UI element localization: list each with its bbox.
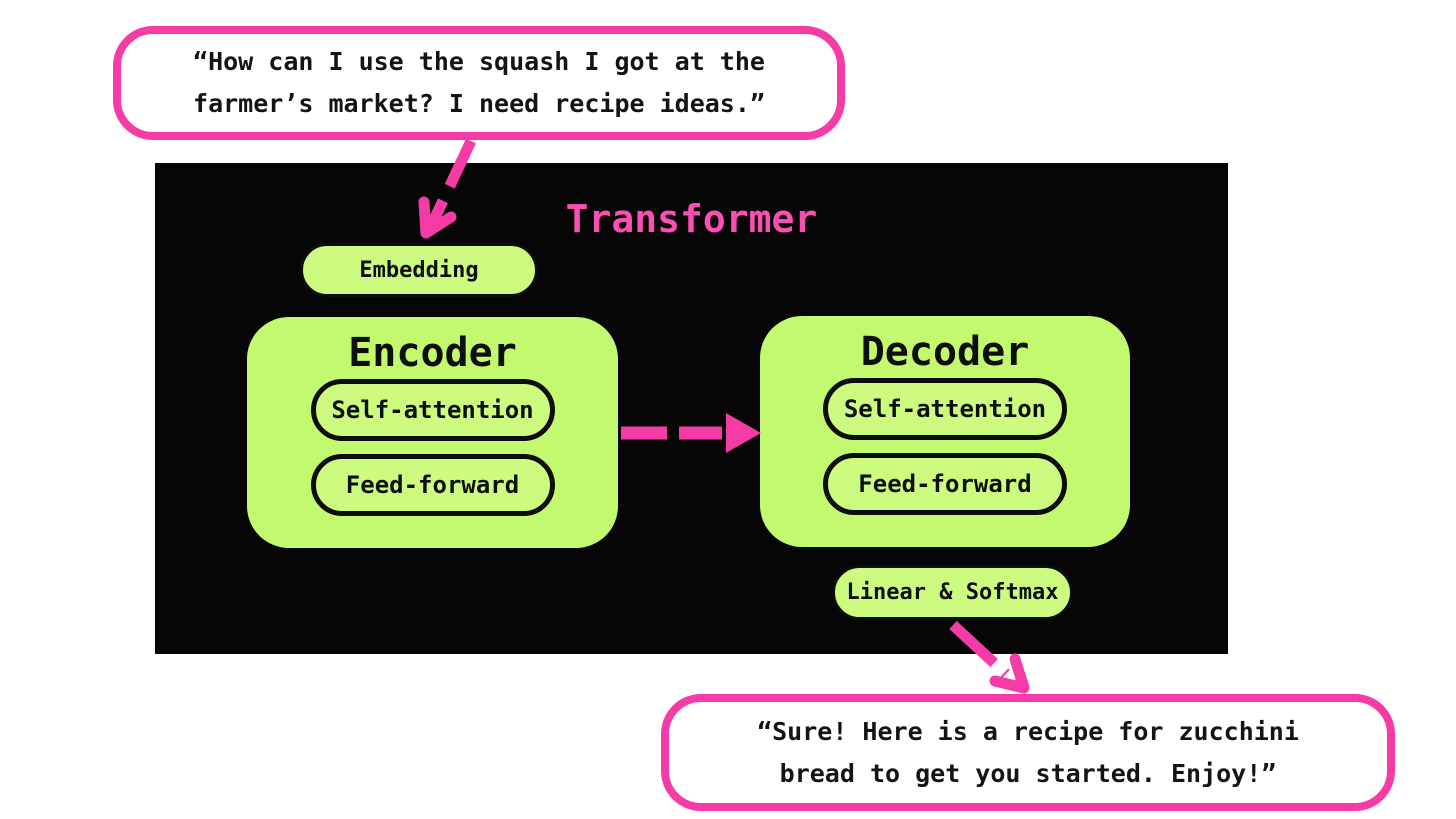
embedding-block: Embedding bbox=[300, 243, 538, 297]
transformer-panel: Transformer Embedding Encoder Self-atten… bbox=[155, 163, 1228, 654]
model-output-text-line2: bread to get you started. Enjoy!” bbox=[779, 758, 1277, 788]
transformer-title: Transformer bbox=[565, 197, 818, 241]
encoder-title: Encoder bbox=[348, 330, 517, 376]
encoder-block: Encoder Self-attention Feed-forward bbox=[247, 317, 618, 548]
model-output-bubble: “Sure! Here is a recipe for zucchini bre… bbox=[661, 694, 1395, 811]
decoder-title: Decoder bbox=[860, 329, 1030, 375]
decoder-feed-forward-block: Feed-forward bbox=[823, 453, 1067, 515]
model-output-text-line1: “Sure! Here is a recipe for zucchini bbox=[757, 716, 1299, 746]
decoder-block: Decoder Self-attention Feed-forward bbox=[760, 316, 1130, 547]
decoder-self-attention-block: Self-attention bbox=[823, 378, 1067, 440]
linear-softmax-block: Linear & Softmax bbox=[832, 565, 1073, 620]
user-input-text-line1: “How can I use the squash I got at the bbox=[193, 47, 765, 76]
encoder-self-attention-block: Self-attention bbox=[310, 379, 555, 441]
user-input-text-line2: farmer’s market? I need recipe ideas.” bbox=[193, 89, 765, 118]
user-input-bubble: “How can I use the squash I got at the f… bbox=[113, 26, 845, 140]
encoder-feed-forward-block: Feed-forward bbox=[310, 454, 555, 516]
